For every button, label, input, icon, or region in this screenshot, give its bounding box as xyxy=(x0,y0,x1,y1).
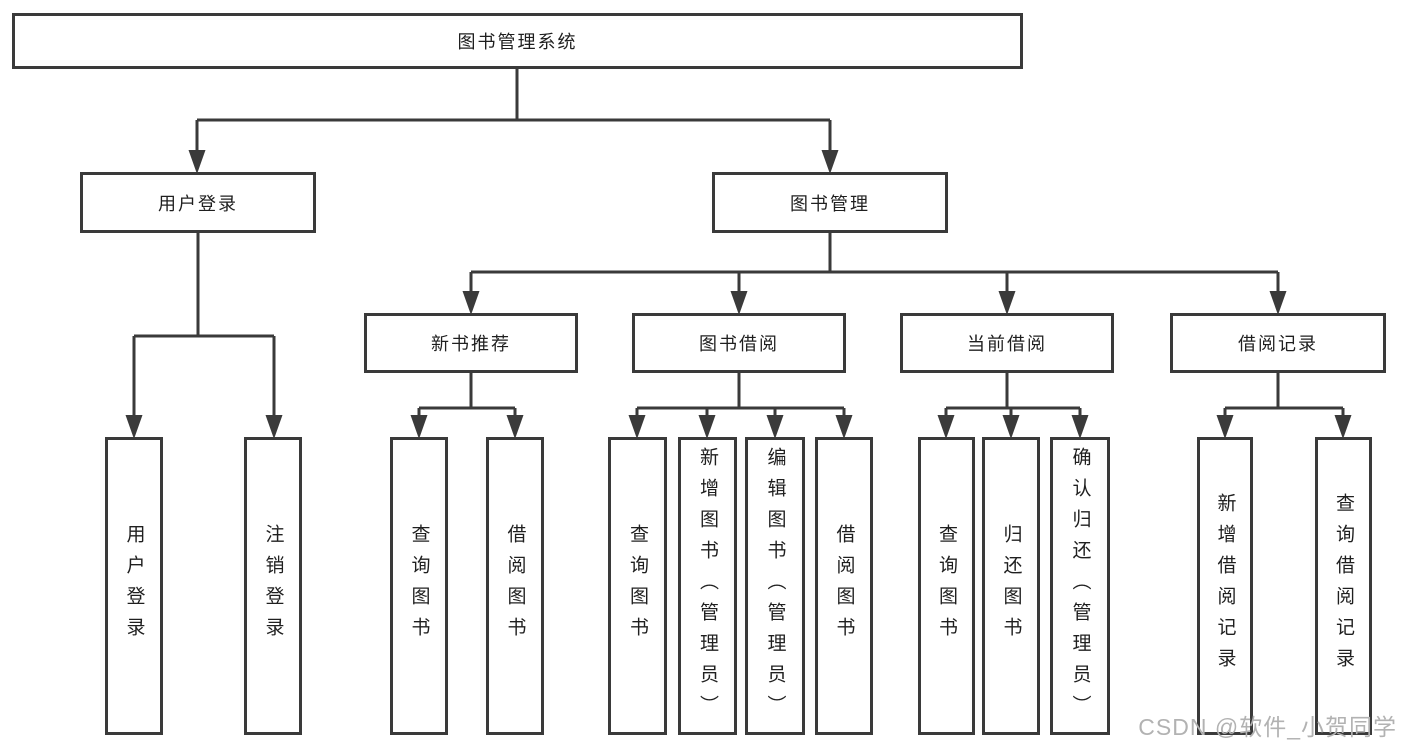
leaf-add-book-admin: 新增图书（管理员） xyxy=(678,437,737,735)
leaf-return-book: 归还图书 xyxy=(982,437,1040,735)
leaf-confirm-return-admin-label: 确认归还（管理员） xyxy=(1069,446,1091,726)
module-borrow-records-label: 借阅记录 xyxy=(1238,334,1318,354)
module-book-borrow: 图书借阅 xyxy=(632,313,846,373)
leaf-user-login: 用户登录 xyxy=(105,437,163,735)
leaf-borrow-books-recommend-label: 借阅图书 xyxy=(504,524,526,648)
leaf-add-borrow-record-label: 新增借阅记录 xyxy=(1214,493,1236,679)
leaf-confirm-return-admin: 确认归还（管理员） xyxy=(1050,437,1110,735)
leaf-borrow-books: 借阅图书 xyxy=(815,437,873,735)
leaf-query-books-recommend-label: 查询图书 xyxy=(408,524,430,648)
leaf-add-book-admin-label: 新增图书（管理员） xyxy=(697,446,718,726)
branch-book-management-label: 图书管理 xyxy=(790,193,870,214)
leaf-query-books-recommend: 查询图书 xyxy=(390,437,448,735)
leaf-user-login-label: 用户登录 xyxy=(123,524,145,648)
leaf-query-books-borrow: 查询图书 xyxy=(608,437,667,735)
module-current-borrow-label: 当前借阅 xyxy=(967,334,1047,354)
leaf-query-books-borrow-label: 查询图书 xyxy=(627,524,648,648)
leaf-logout-label: 注销登录 xyxy=(262,524,284,648)
leaf-logout: 注销登录 xyxy=(244,437,302,735)
leaf-query-borrow-record-label: 查询借阅记录 xyxy=(1333,493,1354,679)
module-borrow-records: 借阅记录 xyxy=(1170,313,1386,373)
leaf-return-book-label: 归还图书 xyxy=(1000,524,1022,648)
leaf-borrow-books-recommend: 借阅图书 xyxy=(486,437,544,735)
module-new-book-recommend-label: 新书推荐 xyxy=(431,334,511,354)
branch-book-management: 图书管理 xyxy=(712,172,948,233)
module-new-book-recommend: 新书推荐 xyxy=(364,313,578,373)
leaf-query-borrow-record: 查询借阅记录 xyxy=(1315,437,1372,735)
leaf-edit-book-admin-label: 编辑图书（管理员） xyxy=(764,446,786,726)
module-book-borrow-label: 图书借阅 xyxy=(699,334,779,354)
branch-user-login-label: 用户登录 xyxy=(158,193,238,214)
root-node-book-management-system: 图书管理系统 xyxy=(12,13,1023,69)
branch-user-login: 用户登录 xyxy=(80,172,316,233)
leaf-add-borrow-record: 新增借阅记录 xyxy=(1197,437,1253,735)
module-current-borrow: 当前借阅 xyxy=(900,313,1114,373)
leaf-query-books-current-label: 查询图书 xyxy=(936,524,957,648)
csdn-watermark: CSDN @软件_小贺同学 xyxy=(1138,714,1397,740)
leaf-edit-book-admin: 编辑图书（管理员） xyxy=(745,437,805,735)
root-node-label: 图书管理系统 xyxy=(457,32,578,52)
leaf-borrow-books-label: 借阅图书 xyxy=(833,524,855,648)
leaf-query-books-current: 查询图书 xyxy=(918,437,975,735)
